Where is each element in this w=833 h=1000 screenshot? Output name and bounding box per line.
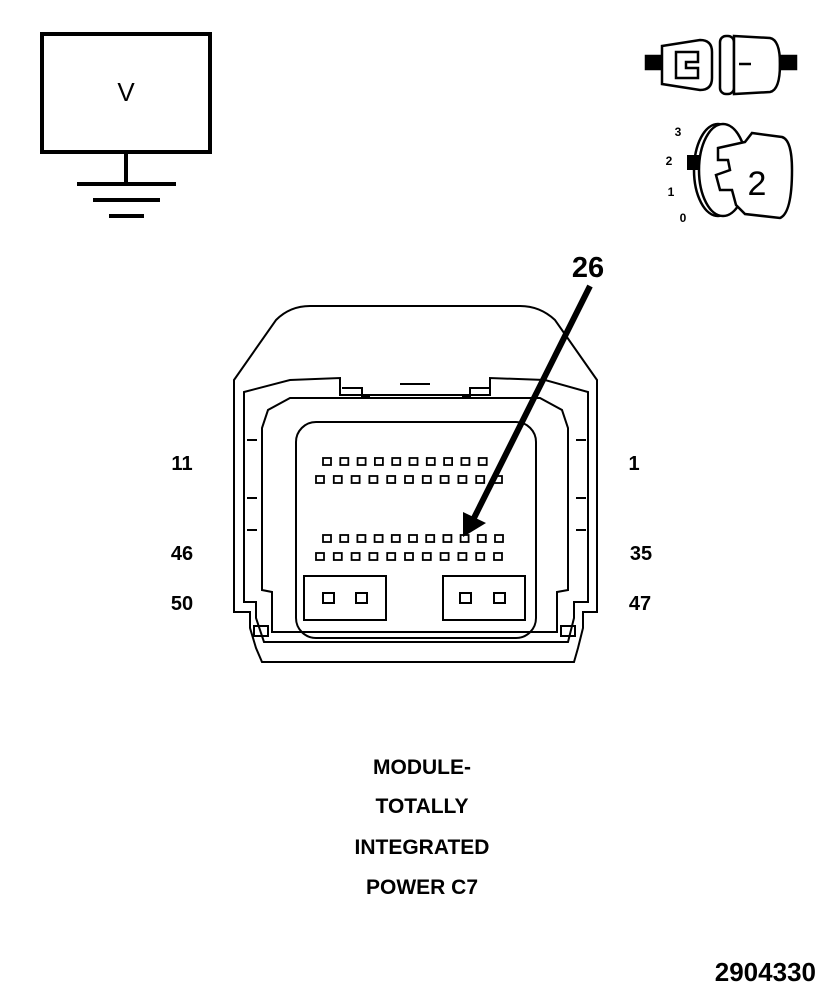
figure-number: 2904330 (715, 957, 816, 987)
pin-26-callout-arrow (463, 284, 593, 537)
pin-cavity-area (295, 421, 537, 639)
disconnected-connector-icon (644, 34, 798, 96)
ignition-position-marker (687, 155, 699, 170)
pin-cavity (373, 534, 384, 543)
pin-cavity (390, 534, 401, 543)
ignition-switch-icon: 3 2 1 0 2 (666, 122, 794, 225)
pin-cavity (373, 457, 384, 466)
pin-cavity (356, 457, 367, 466)
pin-label-50: 50 (171, 593, 193, 615)
pin-label-47: 47 (629, 593, 651, 615)
power-pin (459, 592, 472, 604)
pin-cavity (322, 534, 332, 543)
pin-layer (315, 457, 506, 604)
pin-cavity (315, 552, 325, 561)
caption-line-3: INTEGRATED (355, 836, 490, 859)
caption-line-2: TOTALLY (376, 795, 469, 818)
pin-cavity (421, 552, 432, 561)
connector-housing (233, 305, 598, 663)
ignition-position-3: 3 (675, 125, 682, 139)
pin-cavity (421, 475, 432, 484)
pin-cavity (477, 457, 488, 466)
pin-cavity (350, 475, 361, 484)
pin-cavity (459, 534, 470, 543)
voltmeter: V (40, 32, 212, 218)
pin-cavity (476, 534, 487, 543)
connector-face (233, 305, 598, 663)
pin-cavity (315, 475, 325, 484)
pin-cavity (457, 475, 468, 484)
power-pin (322, 592, 335, 604)
pin-cavity (391, 457, 402, 466)
pin-cavity (368, 475, 379, 484)
pin-label-35: 35 (630, 543, 652, 565)
voltmeter-symbol: V (117, 77, 135, 107)
connector-latch (342, 383, 490, 397)
pin-cavity (339, 457, 350, 466)
ignition-position-1: 1 (668, 185, 675, 199)
power-cavity-left (303, 575, 387, 621)
pin-cavity (425, 534, 436, 543)
ignition-position-0: 0 (680, 211, 687, 225)
pin-cavity (368, 552, 379, 561)
pin-cavity (442, 534, 453, 543)
pin-cavity (494, 534, 504, 543)
pin-cavity (460, 457, 471, 466)
pin-cavity (404, 552, 414, 561)
pin-label-46: 46 (171, 543, 193, 565)
pin-cavity (493, 552, 503, 561)
power-pin (355, 592, 368, 604)
ignition-selected-position: 2 (748, 165, 767, 203)
pin-cavity (332, 475, 343, 484)
caption-line-4: POWER C7 (366, 876, 478, 899)
pin-label-1: 1 (628, 453, 639, 475)
pin-cavity (356, 534, 367, 543)
ignition-key-icon (714, 131, 794, 220)
pin-cavity (475, 552, 486, 561)
pin-cavity (425, 457, 436, 466)
ignition-position-2: 2 (666, 154, 673, 168)
caption-line-1: MODULE- (373, 756, 471, 779)
connector-inner-wall (243, 376, 589, 643)
pin-cavity (404, 475, 414, 484)
pin-cavity (408, 534, 418, 543)
power-pin (493, 592, 506, 604)
pin-cavity (457, 552, 468, 561)
pin-cavity (332, 552, 343, 561)
pin-cavity (322, 457, 332, 466)
power-cavity-right (442, 575, 526, 621)
pin-cavity (439, 475, 450, 484)
caption: MODULE- TOTALLY INTEGRATED POWER C7 (355, 756, 490, 899)
pin-label-11: 11 (171, 453, 192, 475)
callout-pin-number: 26 (572, 252, 604, 284)
pin-cavity (475, 475, 486, 484)
pin-cavity (439, 552, 450, 561)
pin-cavity (443, 457, 454, 466)
pin-cavity (350, 552, 361, 561)
pin-cavity (339, 534, 350, 543)
pin-cavity (386, 475, 397, 484)
pin-cavity (386, 552, 397, 561)
pin-cavity (408, 457, 419, 466)
